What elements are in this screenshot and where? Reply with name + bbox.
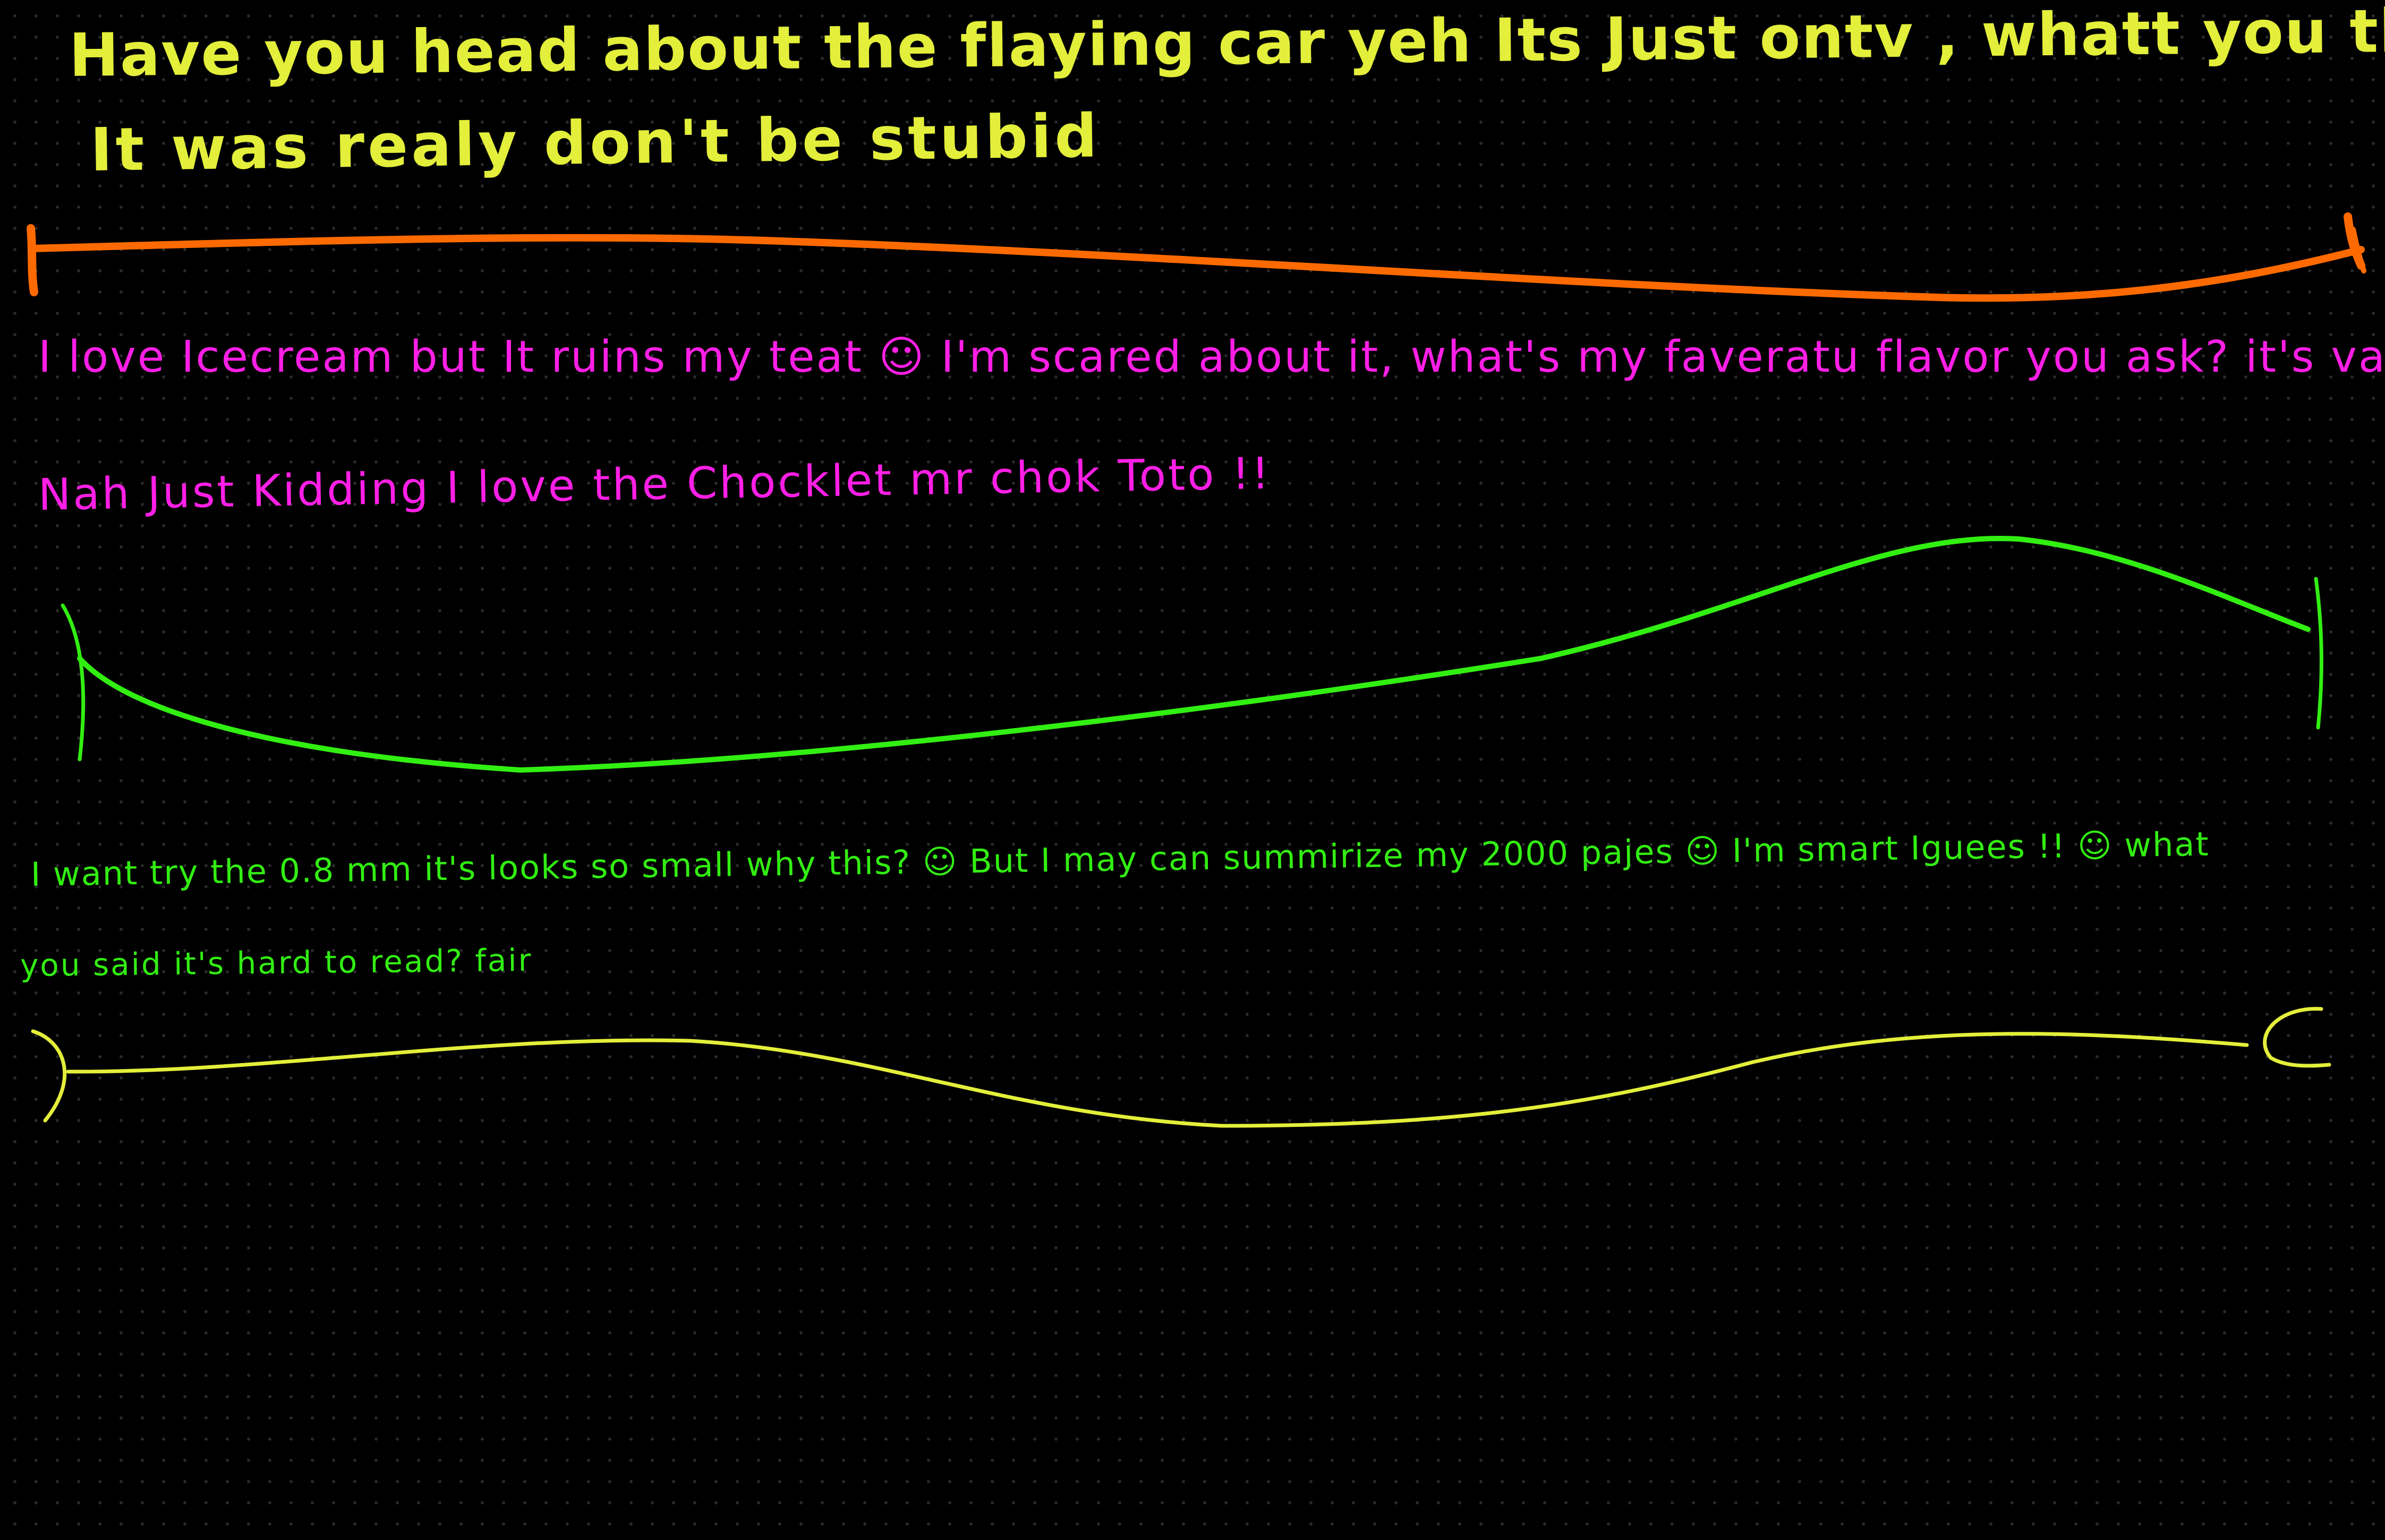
yellow-note-line-2: It was realy don't be stubid xyxy=(90,101,1101,185)
green-divider xyxy=(61,536,2323,773)
magenta-note-line-1: I love Icecream but It ruins my teat ☺ I… xyxy=(38,332,2385,382)
yellow-divider xyxy=(31,1007,2331,1128)
magenta-note-line-2: Nah Just Kidding I love the Chocklet mr … xyxy=(38,448,1272,520)
orange-divider xyxy=(27,212,2366,302)
yellow-note-line-1: Have you head about the flaying car yeh … xyxy=(69,0,2385,90)
green-note-line-2: you said it's hard to read? fair xyxy=(20,942,533,983)
green-note-line-1: I want try the 0.8 mm it's looks so smal… xyxy=(30,824,2210,894)
